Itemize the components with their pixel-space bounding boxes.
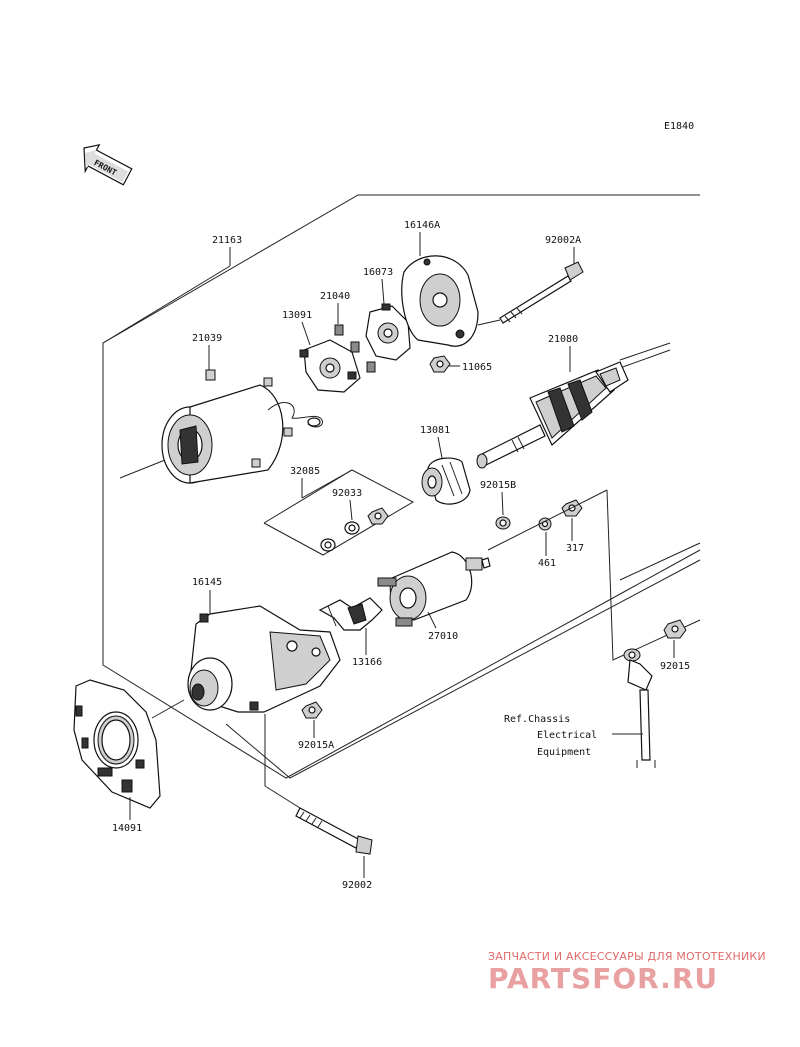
label-461: 461 [538,558,556,569]
label-14091: 14091 [112,823,142,834]
watermark-logo: PARTSFOR.RU [488,962,719,995]
label-13081: 13081 [420,425,450,436]
label-16145: 16145 [192,577,222,588]
label-92015A: 92015A [298,740,334,751]
part-starter-cable [623,648,656,768]
part-21039-yoke [119,369,324,484]
part-11065-nut [429,355,451,373]
label-13091: 13091 [282,310,312,321]
part-27010-solenoid [377,551,491,627]
part-92015A-nut [301,701,323,719]
label-13166: 13166 [352,657,382,668]
label-21039: 21039 [192,333,222,344]
front-arrow-icon: FRONT [83,143,133,186]
assembly-frame [102,194,701,779]
label-16073: 16073 [363,267,393,278]
label-92002: 92002 [342,880,372,891]
part-92033-washers [320,507,389,552]
ref-note-line3: Equipment [537,747,591,758]
part-14091-gasket [73,679,161,809]
label-21163: 21163 [212,235,242,246]
label-21040: 21040 [320,291,350,302]
label-11065: 11065 [462,362,492,373]
label-92033: 92033 [332,488,362,499]
label-27010: 27010 [428,631,458,642]
diagram-code: E1840 [664,121,694,132]
part-21080-armature [476,342,671,469]
label-92002A: 92002A [545,235,581,246]
part-13081-pinion-clutch [421,457,471,505]
label-317: 317 [566,543,584,554]
part-16145-drive-housing [151,605,341,719]
watermark-tagline: ЗАПЧАСТИ И АКСЕССУАРЫ ДЛЯ МОТОТЕХНИКИ [488,950,766,963]
label-21080: 21080 [548,334,578,345]
part-21040-springs [334,324,376,373]
label-16146A: 16146A [404,220,440,231]
label-92015: 92015 [660,661,690,672]
ref-note-line2: Electrical [537,730,597,741]
part-92002-mounting-bolt [264,714,373,855]
kit-32085-outline [263,469,415,556]
part-13091-brush-holder [299,339,361,393]
part-16073-brush-plate [365,303,411,361]
assembly-frame-bottom [225,559,701,779]
part-16146A-end-cover [401,255,479,347]
part-92015-nut [663,619,687,639]
ref-note-line1: Ref.Chassis [504,714,570,725]
part-461-washer [538,517,552,531]
part-92002A-through-bolt [499,261,584,324]
part-92015B-washer [495,516,511,530]
part-13166-shift-lever [318,597,383,631]
label-92015B: 92015B [480,480,516,491]
label-32085: 32085 [290,466,320,477]
